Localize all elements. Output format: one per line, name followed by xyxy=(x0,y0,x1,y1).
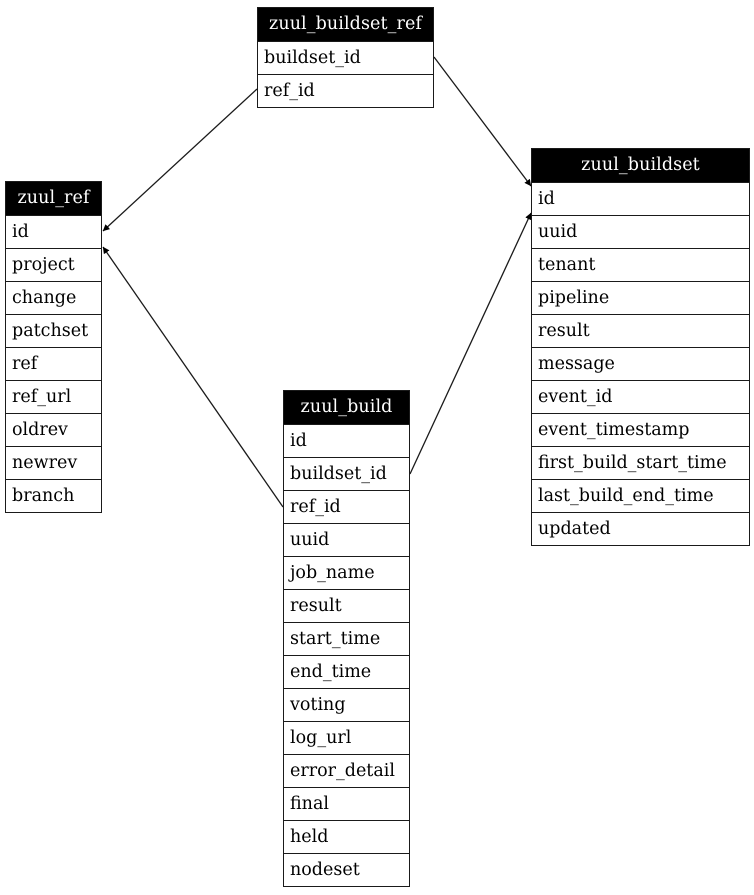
entity-field-zuul_build-error_detail[interactable]: error_detail xyxy=(284,754,409,787)
relationship-edge-build_to_ref xyxy=(102,246,284,508)
entity-field-zuul_ref-newrev[interactable]: newrev xyxy=(6,446,101,479)
entity-field-zuul_buildset-updated[interactable]: updated xyxy=(532,512,749,545)
entity-field-zuul_build-ref_id[interactable]: ref_id xyxy=(284,490,409,523)
entity-field-zuul_ref-change[interactable]: change xyxy=(6,281,101,314)
entity-field-zuul_buildset-result[interactable]: result xyxy=(532,314,749,347)
entity-field-zuul_build-log_url[interactable]: log_url xyxy=(284,721,409,754)
entity-field-zuul_build-buildset_id[interactable]: buildset_id xyxy=(284,457,409,490)
entity-field-zuul_ref-id[interactable]: id xyxy=(6,215,101,248)
entity-field-zuul_buildset-last_build_end_time[interactable]: last_build_end_time xyxy=(532,479,749,512)
entity-field-zuul_buildset-event_timestamp[interactable]: event_timestamp xyxy=(532,413,749,446)
entity-title-zuul_build: zuul_build xyxy=(284,391,409,424)
entity-field-zuul_buildset-uuid[interactable]: uuid xyxy=(532,215,749,248)
entity-title-zuul_ref: zuul_ref xyxy=(6,182,101,215)
entity-field-zuul_ref-patchset[interactable]: patchset xyxy=(6,314,101,347)
entity-field-zuul_ref-project[interactable]: project xyxy=(6,248,101,281)
entity-field-zuul_buildset_ref-buildset_id[interactable]: buildset_id xyxy=(258,41,433,74)
entity-field-zuul_buildset-first_build_start_time[interactable]: first_build_start_time xyxy=(532,446,749,479)
entity-field-zuul_buildset-event_id[interactable]: event_id xyxy=(532,380,749,413)
entity-field-zuul_build-held[interactable]: held xyxy=(284,820,409,853)
relationship-edge-buildset_ref_to_buildset xyxy=(433,56,532,187)
entity-field-zuul_buildset-tenant[interactable]: tenant xyxy=(532,248,749,281)
entity-field-zuul_ref-ref[interactable]: ref xyxy=(6,347,101,380)
entity-field-zuul_buildset-pipeline[interactable]: pipeline xyxy=(532,281,749,314)
entity-field-zuul_build-nodeset[interactable]: nodeset xyxy=(284,853,409,886)
entity-field-zuul_build-result[interactable]: result xyxy=(284,589,409,622)
entity-field-zuul_ref-oldrev[interactable]: oldrev xyxy=(6,413,101,446)
entity-field-zuul_ref-ref_url[interactable]: ref_url xyxy=(6,380,101,413)
relationship-edge-buildset_ref_to_ref xyxy=(102,88,258,232)
entity-field-zuul_buildset-id[interactable]: id xyxy=(532,182,749,215)
entity-field-zuul_build-start_time[interactable]: start_time xyxy=(284,622,409,655)
entity-field-zuul_build-end_time[interactable]: end_time xyxy=(284,655,409,688)
entity-field-zuul_buildset-message[interactable]: message xyxy=(532,347,749,380)
entity-field-zuul_build-final[interactable]: final xyxy=(284,787,409,820)
entity-field-zuul_build-voting[interactable]: voting xyxy=(284,688,409,721)
entity-title-zuul_buildset_ref: zuul_buildset_ref xyxy=(258,8,433,41)
relationship-edge-build_to_buildset xyxy=(409,212,532,475)
entity-field-zuul_build-uuid[interactable]: uuid xyxy=(284,523,409,556)
entity-title-zuul_buildset: zuul_buildset xyxy=(532,149,749,182)
entity-field-zuul_ref-branch[interactable]: branch xyxy=(6,479,101,512)
entity-field-zuul_build-id[interactable]: id xyxy=(284,424,409,457)
entity-field-zuul_buildset_ref-ref_id[interactable]: ref_id xyxy=(258,74,433,107)
entity-field-zuul_build-job_name[interactable]: job_name xyxy=(284,556,409,589)
